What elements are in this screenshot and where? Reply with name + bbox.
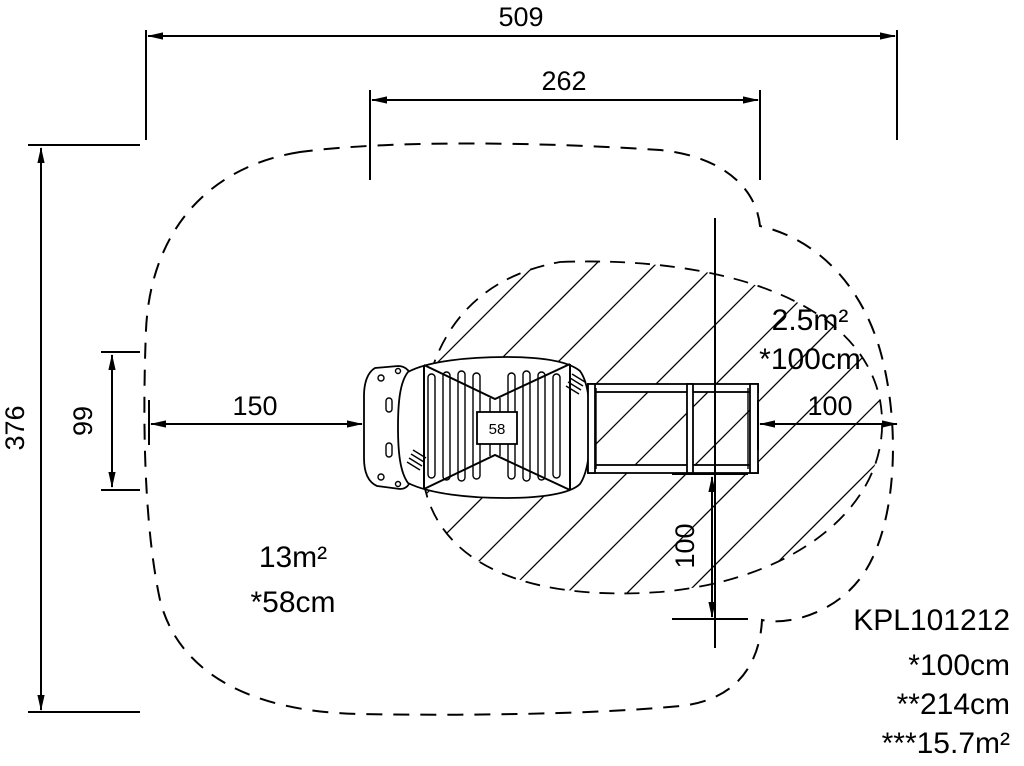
dimension-100-right: 100 (757, 391, 898, 450)
spec-2-label: **214cm (897, 688, 1010, 721)
dimension-376: 376 (0, 144, 140, 713)
dimension-262-label: 262 (541, 66, 586, 96)
outer-zone-area-label: 13m² (259, 541, 327, 574)
dimension-376-label: 376 (0, 405, 30, 450)
product-code-label: KPL101212 (853, 604, 1010, 637)
dimension-150: 150 (148, 391, 363, 445)
dimension-100-bottom-label: 100 (670, 523, 700, 568)
outer-safety-zone-boundary (143, 142, 894, 716)
dimension-262: 262 (369, 66, 761, 180)
spec-3-label: ***15.7m² (882, 727, 1010, 760)
dimension-509-label: 509 (498, 2, 543, 32)
inner-zone-area-label: 2.5m² (772, 304, 849, 337)
inner-zone-annotation: 2.5m² *100cm (759, 304, 861, 376)
inner-zone-fall-height-label: *100cm (759, 343, 861, 376)
spring-rider-equipment (363, 356, 591, 499)
product-spec-block: KPL101212 *100cm **214cm ***15.7m² (853, 604, 1010, 760)
outer-zone-fall-height-label: *58cm (250, 586, 335, 619)
dimension-509: 509 (145, 2, 898, 140)
dimension-99: 99 (68, 351, 140, 491)
inner-safety-zone-hatch (420, 261, 883, 594)
dimension-99-label: 99 (68, 406, 98, 436)
outer-zone-annotation: 13m² *58cm (250, 541, 335, 619)
ladder-ramp-equipment (587, 383, 759, 474)
dimension-100-bottom: 100 (670, 218, 748, 648)
dimension-100-right-label: 100 (807, 391, 852, 421)
dimension-150-label: 150 (232, 391, 277, 421)
equipment-size-label: 58 (489, 421, 506, 438)
spec-1-label: *100cm (908, 649, 1010, 682)
